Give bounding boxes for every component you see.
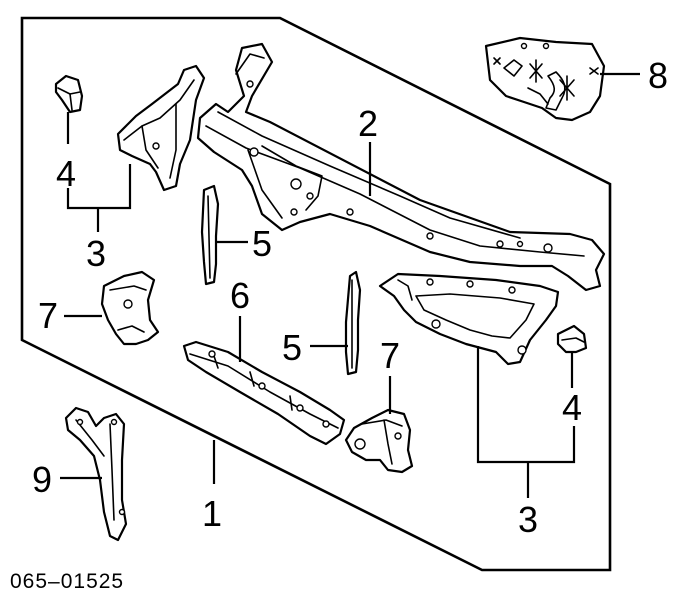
part-lower-cross-member[interactable] [182, 340, 346, 446]
leader-line [66, 164, 132, 210]
callout-6: 6 [230, 275, 250, 316]
bolt-hole [76, 418, 84, 426]
part-side-support-left[interactable] [116, 64, 206, 192]
callout-5-right: 5 [282, 327, 302, 368]
part-side-support-right[interactable] [378, 272, 560, 366]
part-upper-support[interactable] [196, 42, 606, 292]
bolt-hole [322, 420, 330, 428]
bolt-hole [249, 147, 259, 157]
bolt-hole [246, 80, 254, 88]
bolt-hole [394, 432, 402, 440]
bolt-hole [542, 42, 550, 50]
bolt-hole [354, 438, 366, 450]
part-lower-bracket-right[interactable] [344, 408, 414, 474]
part-lower-bracket-left[interactable] [100, 270, 160, 346]
bolt-hole [496, 240, 504, 248]
callout-3-right: 3 [518, 499, 538, 540]
part-apron-bracket[interactable] [64, 406, 128, 542]
callout-7-left: 7 [38, 295, 58, 336]
bolt-hole [508, 286, 516, 294]
bolt-hole [258, 382, 266, 390]
bolt-hole [516, 240, 524, 248]
bolt-hole [543, 243, 553, 253]
bolt-hole [152, 142, 160, 150]
bolt-hole [517, 345, 527, 355]
part-clip-right[interactable] [556, 324, 588, 354]
bolt-hole [431, 319, 441, 329]
part-vertical-strip-left[interactable] [200, 184, 220, 286]
catalog-number: 065–01525 [10, 570, 124, 593]
bolt-hole [520, 42, 528, 50]
part-vertical-strip-right[interactable] [344, 270, 362, 376]
part-clip-left[interactable] [54, 74, 84, 114]
bolt-hole [426, 232, 434, 240]
bolt-hole [208, 350, 216, 358]
part-hood-lock-bracket[interactable] [484, 36, 606, 122]
bolt-hole [426, 278, 434, 286]
callout-3-left: 3 [86, 233, 106, 274]
bolt-hole [123, 299, 133, 309]
assembly-frame [20, 16, 612, 572]
bolt-hole [110, 418, 118, 426]
bolt-hole [346, 208, 354, 216]
leader-line [476, 346, 576, 464]
callout-2: 2 [358, 103, 378, 144]
bolt-hole [290, 178, 302, 190]
bolt-hole [306, 192, 314, 200]
callout-5-left: 5 [252, 223, 272, 264]
bolt-hole [296, 404, 304, 412]
callout-1: 1 [202, 493, 222, 534]
callout-9: 9 [32, 459, 52, 500]
callout-4-left: 4 [56, 153, 76, 194]
callout-8: 8 [648, 55, 668, 96]
bolt-hole [466, 280, 474, 288]
callout-4-right: 4 [562, 387, 582, 428]
bolt-hole [118, 508, 126, 516]
callout-7-right: 7 [380, 335, 400, 376]
bolt-hole [290, 208, 298, 216]
